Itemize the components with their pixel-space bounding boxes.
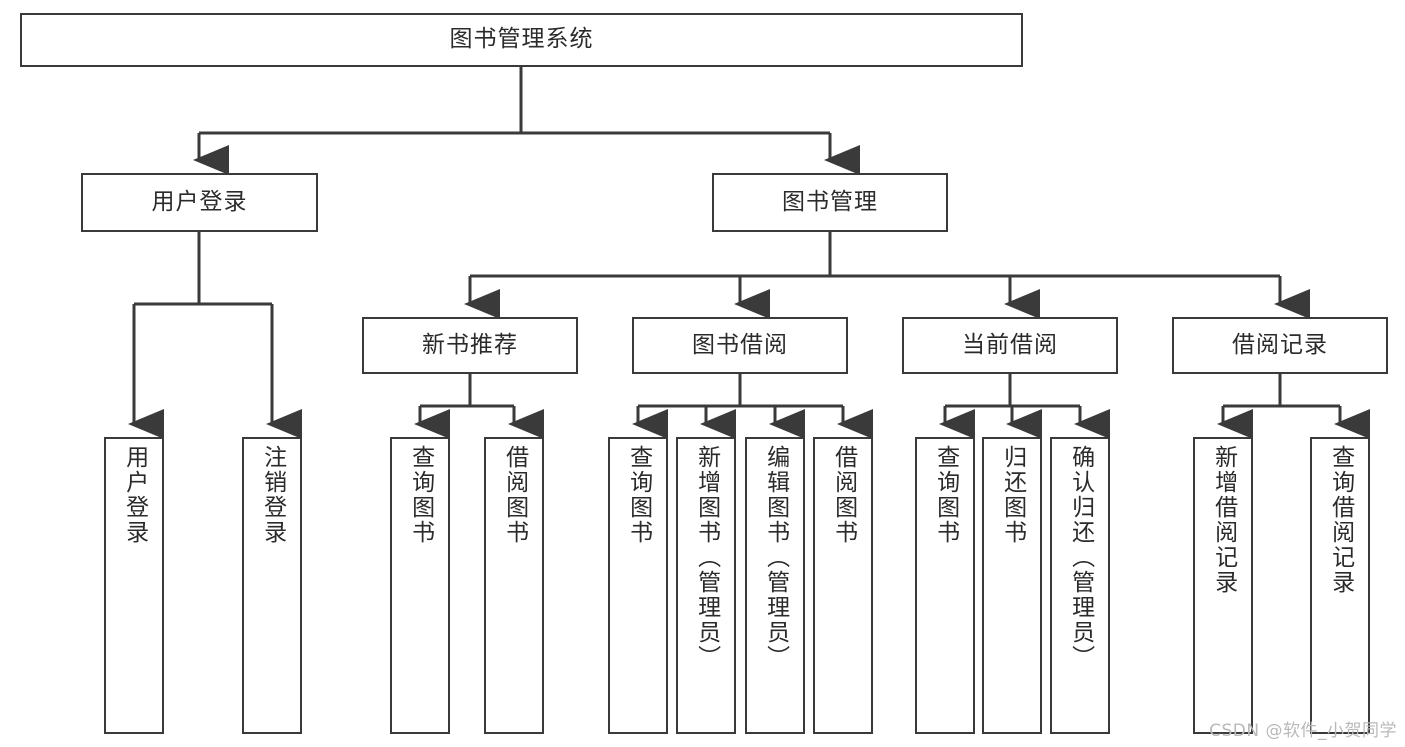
node-label: 新书推荐 (422, 331, 518, 358)
node-borrow-record[interactable]: 借阅记录 (1172, 317, 1388, 374)
node-book-management[interactable]: 图书管理 (712, 173, 948, 232)
node-label: 查询借阅记录 (1327, 445, 1354, 595)
csdn-watermark: CSDN @软件_小贺同学 (1209, 721, 1397, 741)
node-label: 图书管理 (782, 188, 878, 215)
node-new-book-recommend[interactable]: 新书推荐 (362, 317, 578, 374)
node-current-borrow[interactable]: 当前借阅 (902, 317, 1118, 374)
leaf-query-borrow-record[interactable]: 查询借阅记录 (1310, 437, 1370, 734)
leaf-edit-book[interactable]: 编辑图书（管理员） (745, 437, 805, 734)
node-label: 图书借阅 (692, 331, 788, 358)
leaf-query-book-recommend[interactable]: 查询图书 (390, 437, 450, 734)
leaf-logout-login[interactable]: 注销登录 (242, 437, 302, 734)
node-label: 用户登录 (151, 188, 248, 215)
node-book-borrow[interactable]: 图书借阅 (632, 317, 848, 374)
leaf-user-login[interactable]: 用户登录 (104, 437, 164, 734)
leaf-query-book-borrow[interactable]: 查询图书 (608, 437, 668, 734)
node-label: 当前借阅 (962, 331, 1058, 358)
node-label: 编辑图书（管理员） (762, 445, 789, 670)
leaf-add-book[interactable]: 新增图书（管理员） (676, 437, 736, 734)
node-label: 查询图书 (625, 445, 652, 545)
node-label: 确认归还（管理员） (1067, 445, 1094, 670)
node-label: 用户登录 (121, 445, 148, 545)
node-label: 查询图书 (932, 445, 959, 545)
leaf-query-book-current[interactable]: 查询图书 (915, 437, 975, 734)
node-label: 借阅记录 (1232, 331, 1328, 358)
leaf-borrow-book-recommend[interactable]: 借阅图书 (484, 437, 544, 734)
node-label: 借阅图书 (501, 445, 528, 545)
node-label: 图书管理系统 (449, 26, 594, 53)
leaf-return-book[interactable]: 归还图书 (982, 437, 1042, 734)
node-label: 归还图书 (999, 445, 1026, 545)
node-label: 新增图书（管理员） (693, 445, 720, 670)
leaf-add-borrow-record[interactable]: 新增借阅记录 (1193, 437, 1253, 734)
node-label: 新增借阅记录 (1210, 445, 1237, 595)
node-user-login[interactable]: 用户登录 (81, 173, 318, 232)
node-label: 借阅图书 (830, 445, 857, 545)
node-root-book-management-system[interactable]: 图书管理系统 (20, 13, 1023, 67)
leaf-confirm-return[interactable]: 确认归还（管理员） (1050, 437, 1110, 734)
node-label: 查询图书 (407, 445, 434, 545)
leaf-borrow-book[interactable]: 借阅图书 (813, 437, 873, 734)
node-label: 注销登录 (259, 445, 286, 545)
